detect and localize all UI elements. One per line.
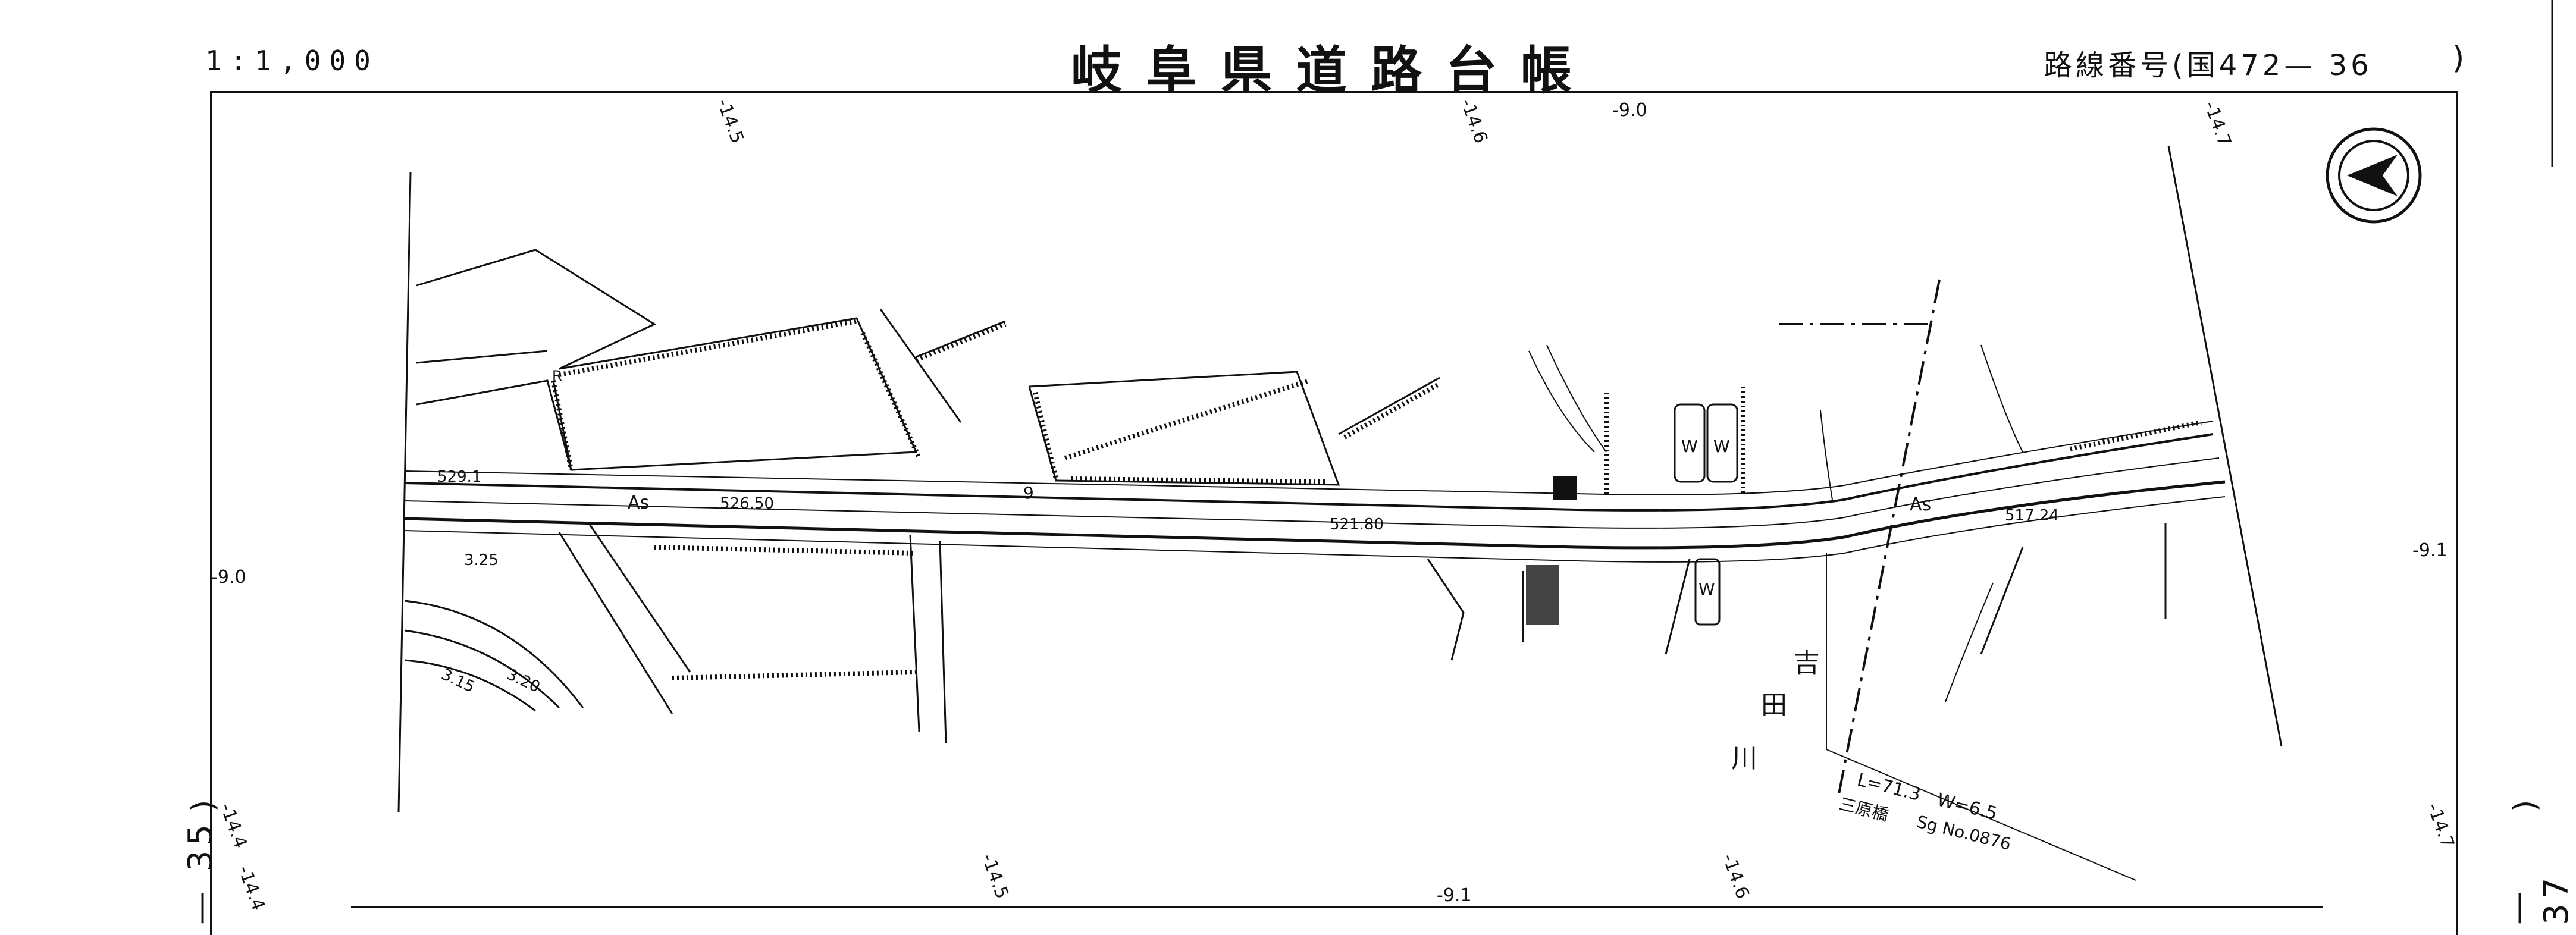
road-edge-south	[404, 480, 2226, 550]
road-boundary-south	[404, 496, 2226, 563]
surface-label: As	[1910, 494, 1931, 515]
road-center-line	[404, 457, 2220, 529]
grid-label: -14.5	[977, 851, 1012, 902]
river-boundaries	[1779, 279, 1941, 798]
bridge-piers	[1674, 403, 1738, 626]
contour-label: 3.20	[504, 666, 543, 696]
width-label: 9	[1023, 483, 1034, 503]
surface-label: As	[628, 492, 649, 513]
grid-label: -14.4	[215, 801, 250, 851]
contour-label: 3.25	[464, 551, 499, 569]
pier-label: W	[1681, 437, 1698, 456]
station-label: 529.1	[437, 468, 481, 486]
bridge-number: Sg No.0876	[1914, 812, 2013, 854]
page-title: 岐阜県道路台帳	[1071, 40, 1596, 101]
grid-label: -14.6	[1718, 851, 1753, 902]
station-label: 526.50	[720, 495, 774, 513]
grid-label: -9.0	[211, 567, 246, 588]
map-right-boundary	[2167, 145, 2283, 747]
route-number-close: )	[2452, 40, 2465, 76]
grid-label: -14.4	[233, 863, 268, 914]
parcels-south	[404, 523, 2167, 744]
north-arrow-icon	[2326, 127, 2422, 224]
hatched-banks	[551, 319, 2202, 680]
feature-label: R	[552, 368, 562, 384]
grid-label: -9.0	[1612, 100, 1647, 121]
road-edge-north	[404, 433, 2214, 512]
pier-label: W	[1713, 437, 1730, 456]
grid-label: -14.7	[2423, 801, 2458, 851]
parcels-north	[416, 249, 1440, 486]
road-boundary-north	[404, 421, 2214, 495]
contours	[1528, 344, 2023, 702]
river-name: 田	[1761, 690, 1787, 720]
grid-label: -14.6	[1456, 96, 1491, 146]
grid-label: -14.7	[2199, 99, 2235, 149]
grid-label: -9.1	[1437, 885, 1472, 906]
grid-label: -9.1	[2412, 540, 2447, 561]
station-label: 517.24	[2005, 507, 2059, 525]
station-label: 521.80	[1330, 516, 1384, 534]
grid-label: -14.5	[712, 96, 747, 146]
route-number: 路線番号(国472— 36	[2044, 49, 2373, 82]
bridge-abutment-north	[1553, 476, 1577, 500]
river-name: 川	[1731, 743, 1757, 774]
river-name: 吉	[1794, 648, 1820, 679]
bridge-leader	[1826, 749, 2136, 881]
bridge-name: 三原橋	[1837, 794, 1891, 825]
road	[404, 421, 2226, 563]
bridge-abutment-south	[1526, 565, 1559, 625]
map-left-boundary	[397, 172, 412, 812]
pier-label: W	[1698, 579, 1715, 599]
map-scale: 1:1,000	[205, 45, 379, 77]
map-frame	[210, 91, 2458, 935]
